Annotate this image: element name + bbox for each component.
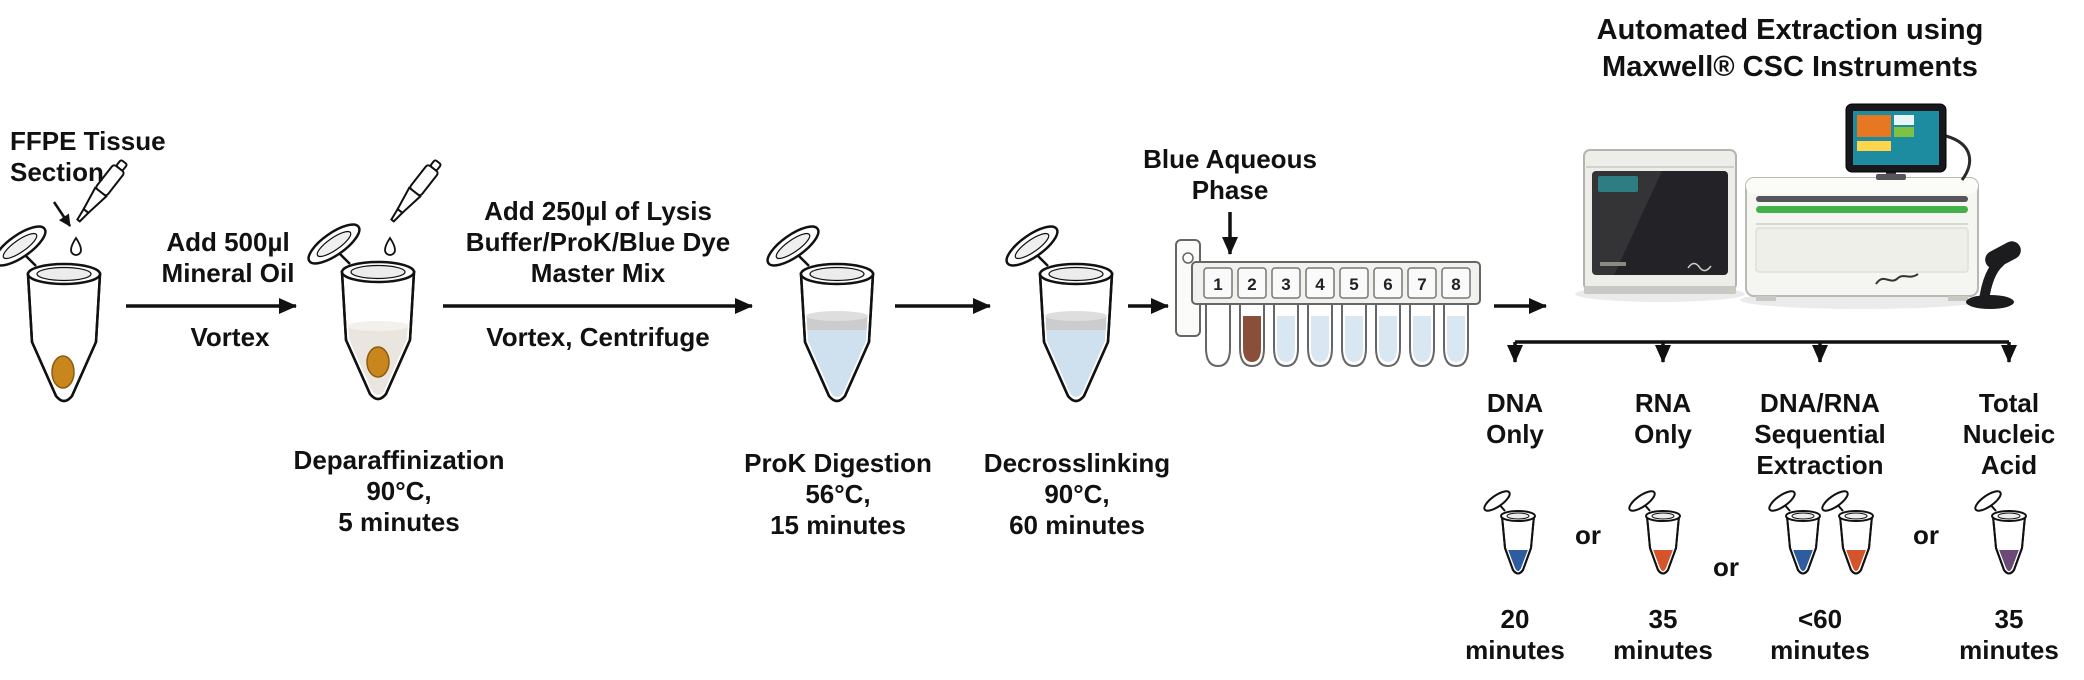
output-time-total-na: 35 minutes	[1959, 604, 2059, 665]
droplet-icon	[384, 237, 396, 256]
output-label-sequential: DNA/RNA Sequential Extraction	[1754, 388, 1886, 480]
strip-tube-organic-phase	[1243, 316, 1261, 362]
maxwell-csc-instrument-small	[1575, 149, 1745, 302]
pipette-icon	[386, 156, 445, 226]
blue-aqueous-phase-label: Blue Aqueous Phase	[1143, 144, 1317, 205]
tissue-blob	[51, 355, 75, 389]
strip-position-label: 5	[1349, 275, 1358, 294]
output-label-total-na: Total Nucleic Acid	[1962, 388, 2056, 480]
droplet-icon	[70, 237, 82, 256]
cable	[1945, 134, 1971, 181]
maxwell-csc-instrument-large	[1740, 177, 1984, 309]
caption-decrosslinking: Decrosslinking 90°C, 60 minutes	[983, 448, 1171, 540]
output-tube-sequential-rna	[1818, 486, 1874, 575]
tube-prok-digestion	[760, 218, 875, 403]
tube-ffpe-sample	[0, 218, 102, 403]
strip-position-label: 3	[1281, 275, 1290, 294]
output-time-rna: 35 minutes	[1613, 604, 1713, 665]
strip-position-label: 7	[1417, 275, 1426, 294]
ffpe-tissue-label: FFPE Tissue Section	[10, 126, 166, 187]
strip-position-label: 2	[1247, 275, 1256, 294]
output-label-rna: RNA Only	[1634, 388, 1692, 449]
step-mineral-oil-label: Add 500µl Mineral Oil	[161, 227, 295, 288]
tube-decrosslinking	[999, 218, 1114, 403]
tissue-blob	[366, 346, 390, 378]
tube-deparaffinization	[301, 216, 416, 401]
caption-deparaffinization: Deparaffinization 90°C, 5 minutes	[293, 445, 505, 537]
step-lysis-action: Vortex, Centrifuge	[486, 322, 710, 352]
tablet-display	[1845, 103, 1971, 181]
step-lysis-label: Add 250µl of Lysis Buffer/ProK/Blue Dye …	[465, 196, 731, 288]
maxwell-csc-instruments	[1575, 103, 2021, 309]
output-time-dna: 20 minutes	[1465, 604, 1565, 665]
strip-rail	[1191, 261, 1481, 305]
page-title: Automated Extraction using Maxwell® CSC …	[1596, 14, 1984, 83]
strip-position-label: 6	[1383, 275, 1392, 294]
led-strip	[1756, 206, 1968, 213]
or-separator-1: or	[1575, 520, 1601, 550]
logo-squiggle	[1687, 262, 1712, 272]
maxwell-logo-squiggle	[1875, 273, 1919, 285]
strip-position-label: 1	[1213, 275, 1222, 294]
step-mineral-oil-action: Vortex	[190, 322, 270, 352]
output-tube-total-na	[1971, 486, 2027, 575]
output-tube-rna	[1625, 486, 1681, 575]
tube-strip: 1 2 3 4 5 6 7 8	[1175, 239, 1481, 367]
or-separator-2: or	[1713, 552, 1739, 582]
output-label-dna: DNA Only	[1486, 388, 1544, 449]
caption-prok-digestion: ProK Digestion 56°C, 15 minutes	[744, 448, 932, 540]
output-time-sequential: <60 minutes	[1770, 604, 1870, 665]
or-separator-3: or	[1913, 520, 1939, 550]
output-tube-sequential-dna	[1765, 486, 1821, 575]
output-tube-dna	[1480, 486, 1536, 575]
barcode-scanner	[1966, 241, 2021, 309]
ffpe-pointer-arrow	[52, 201, 72, 227]
instrument-screen	[1598, 176, 1638, 192]
strip-position-label: 4	[1315, 275, 1325, 294]
strip-position-label: 8	[1451, 275, 1460, 294]
